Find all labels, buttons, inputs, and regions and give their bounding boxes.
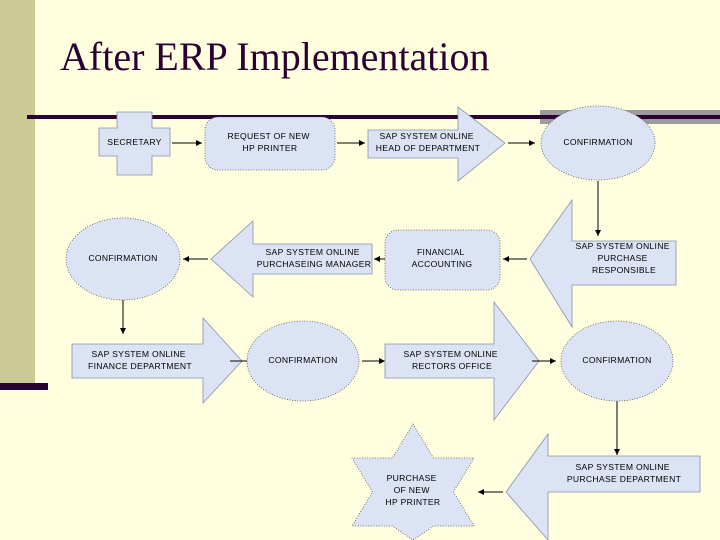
left-accent-band xyxy=(0,0,35,383)
node-secretary[interactable]: SECRETARY xyxy=(98,111,171,176)
node-purchase-of-new-hp-printer[interactable]: PURCHASE OF NEW HP PRINTER xyxy=(351,423,475,540)
node-confirmation-1-label: CONFIRMATION xyxy=(563,137,632,147)
node-sap-purchase-responsible[interactable]: SAP SYSTEM ONLINE PURCHASE RESPONSIBLE xyxy=(529,198,677,329)
node-secretary-label: SECRETARY xyxy=(107,137,161,147)
node-financial-accounting-label: FINANCIAL ACCOUNTING xyxy=(412,247,473,269)
node-sap-rectors-office[interactable]: SAP SYSTEM ONLINE RECTORS OFFICE xyxy=(384,300,540,422)
node-financial-accounting[interactable]: FINANCIAL ACCOUNTING xyxy=(384,229,501,291)
node-sap-rectors-office-label: SAP SYSTEM ONLINE RECTORS OFFICE xyxy=(404,349,501,371)
node-sap-finance-department[interactable]: SAP SYSTEM ONLINE FINANCE DEPARTMENT xyxy=(71,316,243,405)
node-confirmation-4[interactable]: CONFIRMATION xyxy=(560,320,674,402)
node-sap-purchasing-manager[interactable]: SAP SYSTEM ONLINE PURCHASEING MANAGER xyxy=(210,220,373,298)
title-rule-line xyxy=(27,115,720,119)
node-sap-head-of-department[interactable]: SAP SYSTEM ONLINE HEAD OF DEPARTMENT xyxy=(367,106,506,182)
node-sap-purchase-responsible-label: SAP SYSTEM ONLINE PURCHASE RESPONSIBLE xyxy=(576,241,673,275)
node-sap-head-of-department-label: SAP SYSTEM ONLINE HEAD OF DEPARTMENT xyxy=(376,131,481,153)
node-sap-purchasing-manager-label: SAP SYSTEM ONLINE PURCHASEING MANAGER xyxy=(257,247,372,269)
node-purchase-of-new-hp-printer-label: PURCHASE OF NEW HP PRINTER xyxy=(386,473,441,507)
node-sap-purchase-department[interactable]: SAP SYSTEM ONLINE PURCHASE DEPARTMENT xyxy=(505,432,701,540)
node-sap-purchase-department-label: SAP SYSTEM ONLINE PURCHASE DEPARTMENT xyxy=(567,462,682,484)
node-confirmation-2[interactable]: CONFIRMATION xyxy=(65,217,181,301)
node-confirmation-3-label: CONFIRMATION xyxy=(268,355,337,365)
node-confirmation-1[interactable]: CONFIRMATION xyxy=(540,105,656,181)
node-request-new-hp-printer-label: REQUEST OF NEW HP PRINTER xyxy=(227,131,312,153)
node-confirmation-4-label: CONFIRMATION xyxy=(582,355,651,365)
node-request-new-hp-printer[interactable]: REQUEST OF NEW HP PRINTER xyxy=(204,116,336,171)
node-confirmation-2-label: CONFIRMATION xyxy=(88,253,157,263)
node-confirmation-3[interactable]: CONFIRMATION xyxy=(246,320,360,402)
page-title: After ERP Implementation xyxy=(60,34,490,79)
node-sap-finance-department-label: SAP SYSTEM ONLINE FINANCE DEPARTMENT xyxy=(88,349,192,371)
left-accent-stub xyxy=(0,383,48,390)
